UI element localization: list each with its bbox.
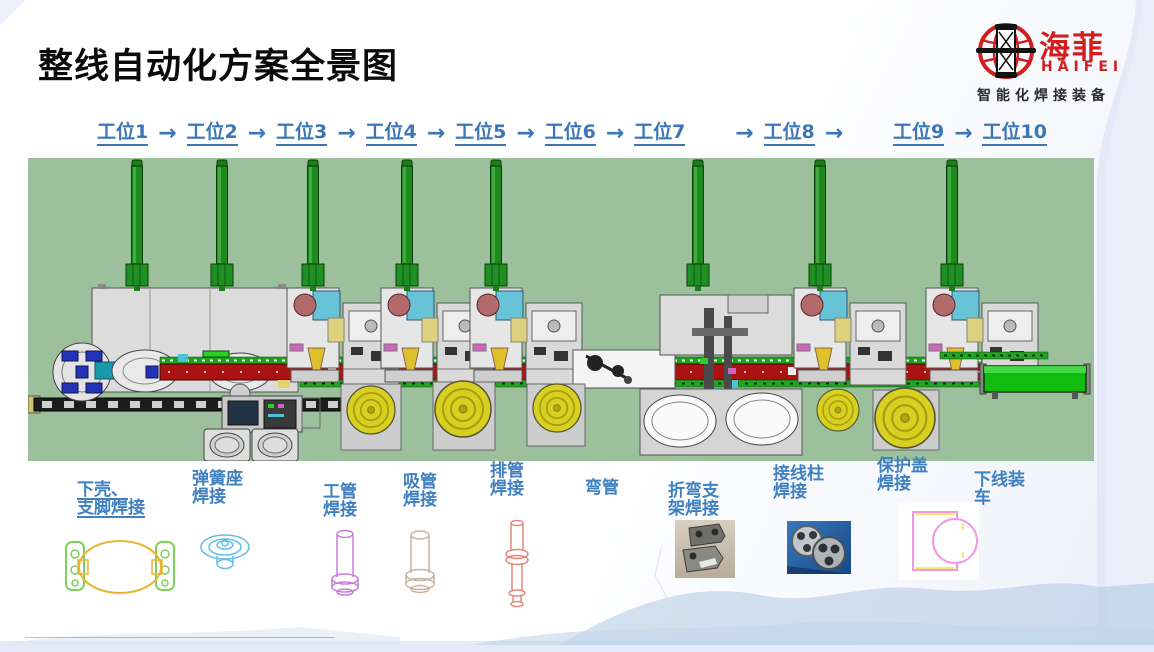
process-tube-icon-card: [325, 527, 365, 599]
process-tube-wireframe-icon: [331, 529, 359, 596]
flow-arrow-icon: →: [337, 120, 356, 146]
welder-subframe: [849, 302, 907, 386]
process-label-process-tube: 工管焊接: [323, 482, 357, 520]
suction-tube-wireframe-icon: [405, 530, 435, 594]
line-diagram-background: [27, 158, 1094, 462]
yellow-turntable-disc: [873, 386, 937, 450]
haifei-logo: 海菲 HAIFEI 智能化焊接装备: [975, 14, 1145, 108]
flow-arrow-icon: →: [954, 120, 973, 146]
process-label-protective-cover: 保护盖焊接: [877, 456, 928, 494]
logo-name-cn: 海菲: [1039, 30, 1105, 66]
station-label-7: 工位7: [634, 121, 686, 146]
flow-arrow-icon: →: [247, 120, 267, 146]
station-label-5: 工位5: [455, 121, 507, 146]
logo-tagline: 智能化焊接装备: [977, 88, 1110, 104]
flow-arrow-icon: →: [516, 120, 535, 146]
haifei-globe-icon: [976, 23, 1036, 79]
terminal-post-shapes: [787, 525, 851, 574]
process-label-offload: 下线装车: [974, 470, 1025, 508]
process-label-lower-shell-feet: 下壳、支脚焊接: [77, 480, 145, 518]
terminal-post-photo: [787, 521, 851, 574]
protective-cover-icon-card: [899, 502, 979, 580]
process-label-spring-seat: 弹簧座焊接: [192, 469, 243, 507]
page-title: 整线自动化方案全景图: [38, 47, 399, 87]
station-label-1: 工位1: [97, 121, 149, 146]
logo-name-en: HAIFEI: [1041, 59, 1124, 75]
footer-divider: [25, 637, 335, 638]
process-label-suction-tube: 吸管焊接: [403, 472, 437, 510]
station-label-6: 工位6: [544, 121, 596, 146]
flow-arrow-icon: →: [735, 120, 754, 146]
welding-head: [925, 287, 984, 383]
station-label-3: 工位3: [276, 121, 328, 146]
yellow-turntable-disc: [434, 380, 492, 438]
yellow-turntable-disc: [532, 383, 582, 433]
rotary-disc-units: [340, 380, 940, 451]
process-label-bent-tube: 弯管: [585, 478, 619, 498]
station-label-9: 工位9: [892, 121, 945, 146]
welding-head: [793, 287, 852, 383]
process-label-terminal-post: 接线柱焊接: [773, 464, 824, 502]
flow-gap: [695, 133, 725, 134]
flow-arrow-icon: →: [824, 120, 844, 146]
flow-arrow-icon: →: [605, 120, 625, 146]
station-label-8: 工位8: [763, 121, 815, 146]
control-cabinet: [203, 395, 321, 462]
discharge-tube-wireframe-icon: [505, 519, 529, 608]
station-label-4: 工位4: [365, 121, 417, 146]
spring-seat-wireframe-icon: [200, 534, 250, 570]
outfeed-conveyor: [939, 351, 1091, 399]
station-label-10: 工位10: [982, 121, 1047, 146]
lower-shell-wireframe-icon: [65, 540, 175, 594]
welding-head: [469, 287, 528, 383]
flow-gap: [853, 133, 883, 134]
welding-head: [286, 287, 345, 383]
mountain-watermark: [0, 545, 1154, 645]
process-label-discharge-tube: 排管焊接: [490, 461, 524, 499]
station-label-2: 工位2: [186, 121, 238, 146]
yellow-turntable-disc: [346, 385, 396, 435]
flow-arrow-icon: →: [158, 120, 177, 146]
bent-bracket-shapes: [682, 523, 726, 573]
station-flow: 工位1 → 工位2 → 工位3 → 工位4 → 工位5 → 工位6 → 工位7 …: [97, 121, 1047, 146]
station-1-2-rotary-machine: [52, 284, 299, 405]
welding-head: [380, 287, 439, 383]
yellow-turntable-disc: [816, 388, 860, 432]
bent-bracket-photo: [675, 520, 735, 578]
production-line-diagram: [27, 159, 1091, 462]
process-label-bent-bracket: 折弯支架焊接: [668, 481, 719, 519]
station-7-assembly: [572, 294, 803, 456]
suction-tube-icon-card: [399, 527, 441, 595]
flow-arrow-icon: →: [426, 120, 446, 146]
support-poles: [125, 159, 964, 292]
discharge-tube-icon-card: [500, 517, 534, 609]
protective-cover-wireframe-icon: [912, 511, 978, 571]
